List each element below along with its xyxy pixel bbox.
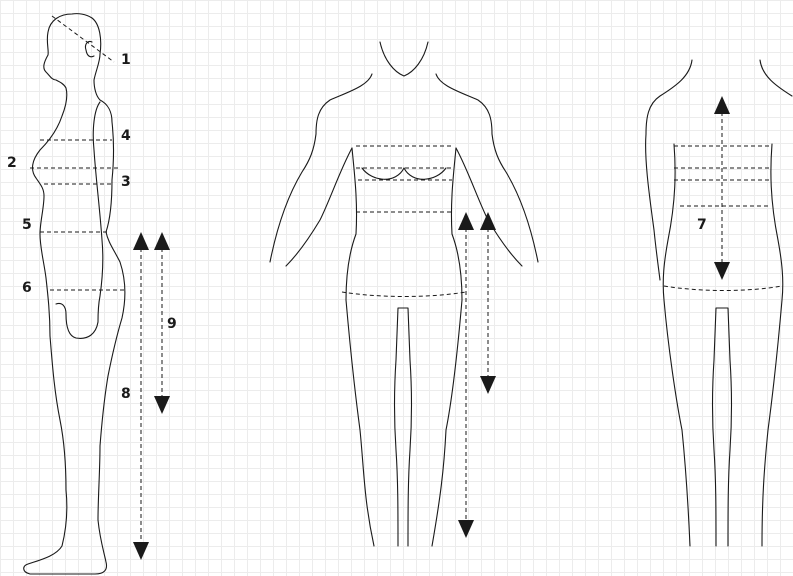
front-view-figure	[270, 42, 538, 546]
back-length-arrow-up	[714, 96, 730, 114]
front-hip-line	[342, 292, 466, 297]
label-2: 2	[7, 155, 17, 171]
side-outseam-arrow-up	[133, 232, 149, 250]
label-3: 3	[121, 174, 131, 190]
side-hip-depth-arrow-down	[154, 396, 170, 414]
back-torso-outline	[646, 60, 792, 546]
back-length-arrow-down	[714, 262, 730, 280]
label-5: 5	[22, 217, 32, 233]
side-body-outline	[24, 14, 125, 574]
front-inseam-outline	[395, 308, 412, 546]
side-arm-outline	[56, 102, 103, 338]
label-6: 6	[22, 280, 32, 296]
front-inner-arm-right	[456, 148, 522, 266]
side-view-figure: 1 2 3 4 5 6 8 9	[7, 14, 177, 574]
label-9: 9	[167, 316, 177, 332]
side-outseam-arrow-down	[133, 542, 149, 560]
side-head-line	[52, 16, 114, 62]
label-8: 8	[121, 386, 131, 402]
front-bust-outline	[362, 168, 446, 179]
label-7: 7	[697, 217, 707, 233]
front-neck-outline	[380, 42, 428, 76]
front-hip-depth-arrow-up	[480, 212, 496, 230]
back-hip-line	[664, 286, 782, 291]
front-torso-outline	[270, 74, 538, 546]
side-ear	[85, 41, 94, 56]
label-1: 1	[121, 52, 131, 68]
label-4: 4	[121, 128, 131, 144]
front-outseam-arrow-up	[458, 212, 474, 230]
back-inseam-outline	[713, 308, 732, 546]
front-outseam-arrow-down	[458, 520, 474, 538]
side-hip-depth-arrow-up	[154, 232, 170, 250]
back-view-figure: 7	[646, 60, 792, 546]
front-inner-arm-left	[286, 148, 352, 266]
front-hip-depth-arrow-down	[480, 376, 496, 394]
